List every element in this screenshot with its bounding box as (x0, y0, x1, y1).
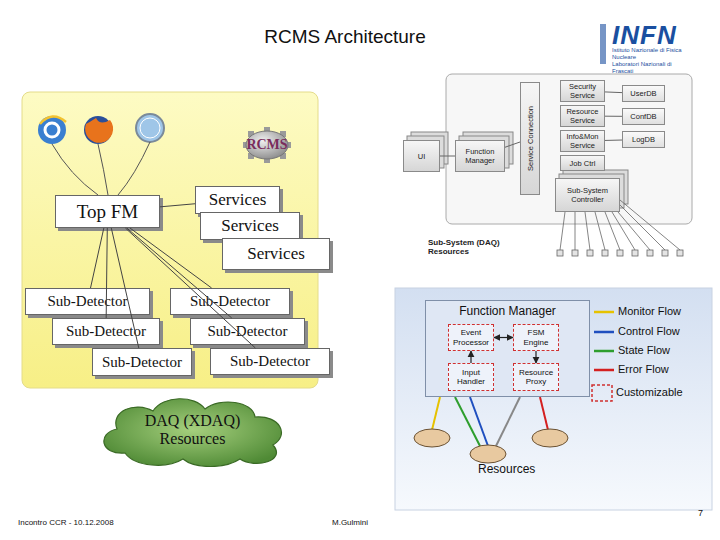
logo-mark (600, 24, 606, 64)
logo-title: INFN (612, 20, 702, 51)
subdetector-box: Sub-Detector (92, 348, 192, 376)
component-box: FSM Engine (513, 324, 559, 351)
panel-caption: Resources (478, 462, 558, 476)
node-text: Sub-Detector (190, 293, 270, 310)
node-text: Event Processor (449, 328, 493, 347)
connector (91, 228, 104, 288)
services-box: Services (200, 212, 300, 240)
service-box: Info&Mon Service (560, 130, 605, 152)
legend-samples (594, 312, 614, 370)
node-text: RCMS (246, 137, 287, 153)
connector (605, 91, 622, 93)
service-box: Job Ctrl (560, 155, 605, 171)
fm-panel-background (395, 288, 712, 510)
footer: Incontro CCR - 10.12.2008 (18, 518, 168, 527)
component-box: Input Handler (448, 363, 494, 391)
node-text: UI (418, 152, 426, 161)
system-frame (446, 74, 692, 224)
node-text: Resource Proxy (514, 368, 558, 387)
subdetector-box: Sub-Detector (170, 288, 290, 315)
database-box: UserDB (622, 85, 665, 102)
node-text: Sub-Detector (66, 323, 146, 340)
stack-shadows (407, 132, 628, 208)
page-num: 7 (698, 508, 714, 518)
browser-wires (52, 142, 150, 195)
component-box: Event Processor (448, 324, 494, 351)
services-box: Services (195, 186, 280, 214)
legend-label: Control Flow (618, 325, 680, 337)
legend-label: Customizable (616, 386, 683, 398)
connector (160, 204, 195, 207)
node-text: FSM Engine (514, 328, 558, 347)
node-text: Sub-System Controller (556, 186, 619, 204)
database-box: ConfDB (622, 108, 665, 125)
connector (505, 142, 520, 147)
resource-ellipses (414, 429, 568, 463)
subdetector-box: Sub-Detector (25, 288, 150, 315)
connector (605, 116, 622, 117)
legend-label: State Flow (618, 344, 670, 356)
node-text: UserDB (630, 89, 656, 98)
connector (440, 156, 455, 157)
ui-box: UI (403, 140, 440, 172)
logo-sub: Istituto Nazionale di Fisica Nucleare (612, 47, 690, 61)
subdetector-box: Sub-Detector (210, 348, 330, 375)
service-box: Resource Service (560, 105, 605, 127)
node-text: Services (247, 244, 305, 264)
legend-label: Error Flow (618, 363, 669, 375)
function-manager-panel: Function ManagerEvent Processor FSM Engin… (425, 300, 590, 397)
service-connection-bar: Service Connection (520, 82, 540, 195)
service-box: Security Service (560, 80, 605, 102)
node-text: Services (221, 216, 279, 236)
connector (605, 140, 622, 141)
node-text: LogDB (632, 135, 655, 144)
node-text: Sub-Detector (230, 353, 310, 370)
logo-gear: RCMS (235, 127, 299, 163)
component-box: Resource Proxy (513, 363, 559, 391)
node-text: DAQ (XDAQ) Resources (128, 412, 258, 449)
legend-label: Monitor Flow (618, 305, 681, 317)
resource-caption: Sub-System (DAQ) Resources (428, 238, 500, 256)
node-text: ConfDB (630, 112, 656, 121)
node-text: Resource Service (561, 107, 604, 125)
logo-sub: Laboratori Nazionali di Frascati (612, 61, 690, 75)
node-text: Sub-Detector (48, 293, 128, 310)
database-box: LogDB (622, 131, 665, 148)
node-text: Top FM (77, 201, 139, 223)
node-text: Sub-Detector (208, 323, 288, 340)
node-text: Service Connection (526, 106, 535, 171)
function-manager-box: Function Manager (455, 140, 505, 172)
controller-box: Sub-System Controller (555, 178, 620, 212)
subdetector-box: Sub-Detector (52, 318, 160, 345)
node-text: Input Handler (449, 368, 493, 387)
node-text: Function Manager (459, 304, 556, 318)
node-text: Security Service (561, 82, 604, 100)
resource-cloud: DAQ (XDAQ) Resources (95, 393, 290, 467)
subdetector-box: Sub-Detector (190, 318, 305, 345)
node-text: Function Manager (456, 147, 504, 165)
node-text: Sub-Detector (102, 354, 182, 371)
node-text: Job Ctrl (570, 159, 596, 168)
function-manager-box: Top FM (55, 195, 160, 228)
node-text: Info&Mon Service (561, 132, 604, 150)
node-text: Services (209, 190, 267, 210)
slide-title: RCMS Architecture (0, 26, 690, 48)
browser-icons (38, 114, 164, 144)
footer: M.Gulmini (332, 518, 412, 527)
legend-sample-box (592, 385, 612, 401)
services-box: Services (222, 238, 330, 270)
